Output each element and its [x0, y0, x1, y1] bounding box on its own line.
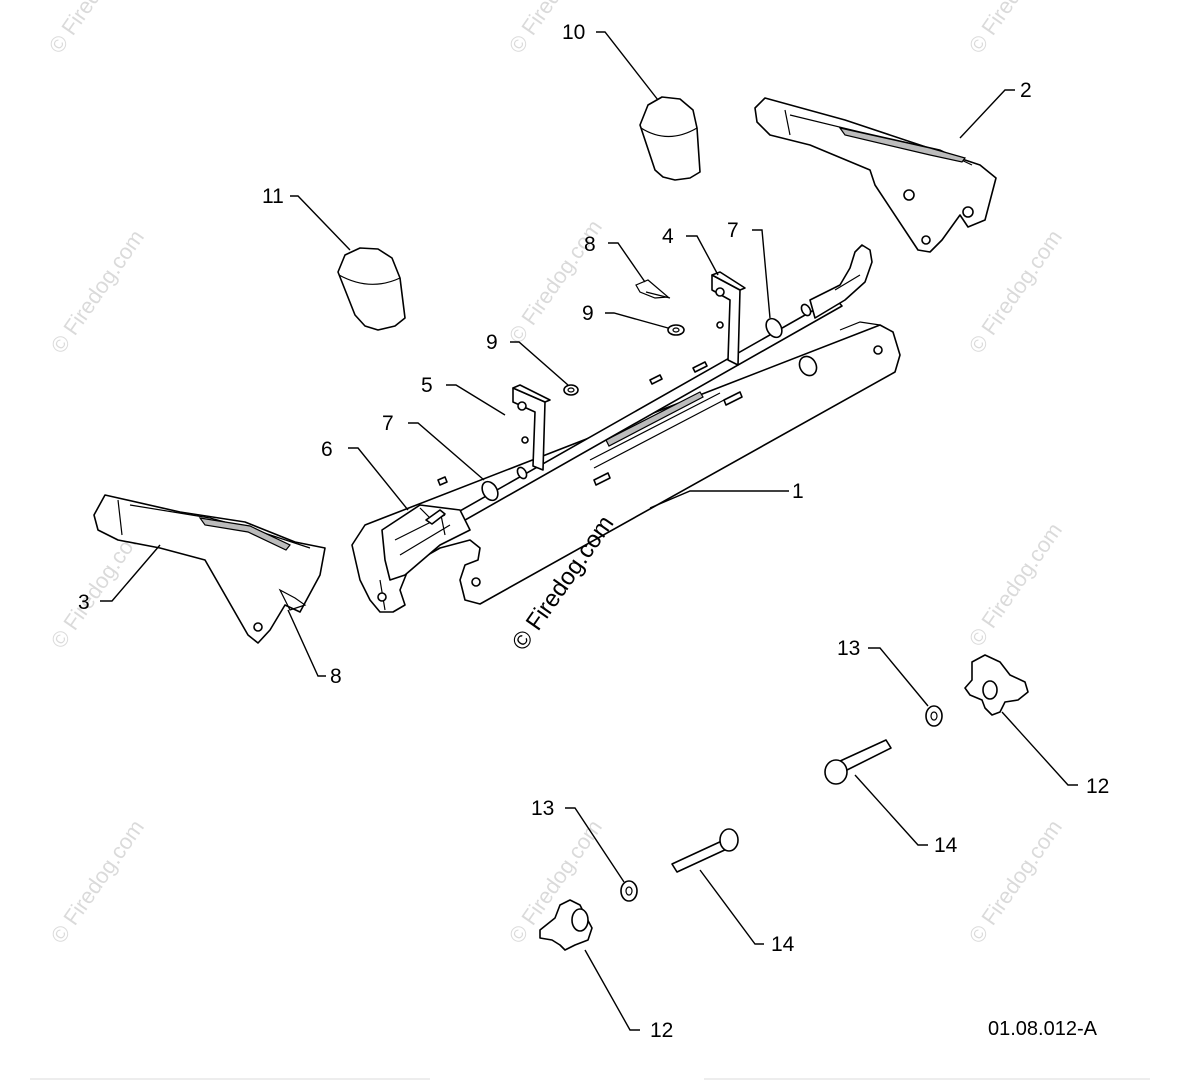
- part-12-star-knob: [964, 654, 1029, 716]
- watermark: © Firedog.com: [44, 0, 147, 58]
- callout-12: 12: [650, 1019, 673, 1042]
- callout-6: 6: [321, 438, 333, 461]
- part-1-mounting-plate: [351, 321, 901, 613]
- part-12-star-knob: [539, 899, 593, 951]
- part-5-bracket: [512, 384, 551, 471]
- watermark: © Firedog.com: [964, 815, 1067, 948]
- callout-8: 8: [330, 665, 342, 688]
- part-8-clip: [635, 279, 671, 299]
- callout-5: 5: [421, 374, 433, 397]
- part-9-nuts: [563, 324, 685, 396]
- part-13-washers: [620, 705, 943, 902]
- callout-2: 2: [1020, 79, 1032, 102]
- diagram-code: 01.08.012-A: [988, 1018, 1098, 1040]
- callout-12: 12: [1086, 775, 1109, 798]
- callout-3: 3: [78, 591, 90, 614]
- callout-9: 9: [486, 331, 498, 354]
- part-14-bolts: [671, 739, 892, 873]
- callout-10: 10: [562, 21, 585, 44]
- part-6-linkage: [381, 476, 471, 581]
- watermark: © Firedog.com: [964, 0, 1067, 58]
- callout-8: 8: [584, 233, 596, 256]
- callout-14: 14: [934, 834, 958, 857]
- callout-11: 11: [262, 185, 284, 208]
- callout-labels: 1 2 3 4 5 6 7 7 8 8 9 9 10 11 12 12 13 1…: [78, 21, 1109, 1042]
- watermark: © Firedog.com: [46, 225, 149, 358]
- callout-14: 14: [771, 933, 795, 956]
- part-11-knob: [337, 247, 406, 331]
- callout-4: 4: [662, 225, 674, 248]
- watermark: © Firedog.com: [46, 815, 149, 948]
- watermark: © Firedog.com: [964, 518, 1067, 651]
- callout-1: 1: [792, 480, 804, 503]
- watermark: © Firedog.com: [964, 225, 1067, 358]
- part-3-handle: [93, 494, 326, 644]
- callout-7: 7: [382, 412, 394, 435]
- part-10-knob: [639, 96, 701, 181]
- leader-lines: [100, 31, 1078, 1031]
- callout-7: 7: [727, 219, 739, 242]
- part-4-bracket: [711, 271, 746, 366]
- part-7-spacers: [481, 303, 812, 502]
- part-2-handle: [754, 97, 997, 253]
- callout-13: 13: [837, 637, 860, 660]
- callout-9: 9: [582, 302, 594, 325]
- watermark: © Firedog.com: [504, 0, 607, 58]
- callout-13: 13: [531, 797, 554, 820]
